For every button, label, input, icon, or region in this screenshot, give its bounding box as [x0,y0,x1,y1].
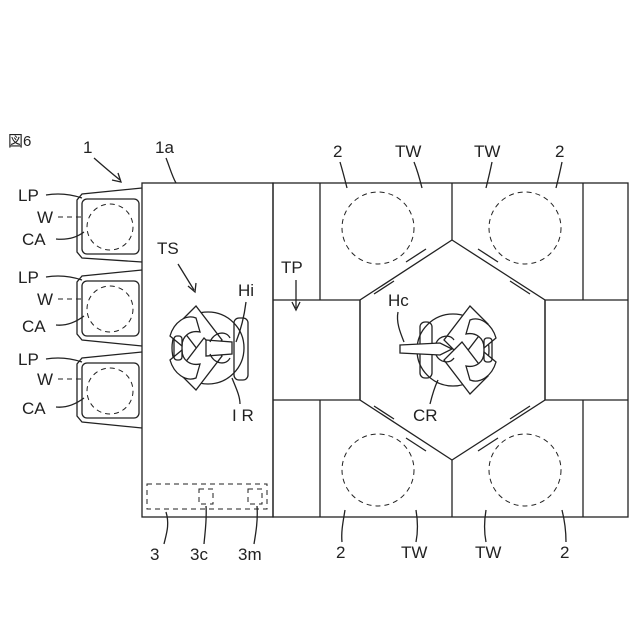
label-processing-unit-bottom-right: 2 [560,543,569,562]
label-center-robot: CR [413,406,438,425]
carrier-1 [82,199,139,254]
controller-cpu-box [199,489,213,504]
controller-memory-box [248,489,262,504]
label-tw-top-right: TW [474,142,500,161]
processing-wafer-top-left [342,192,414,264]
index-robot [170,306,248,390]
label-lp-3: LP [18,350,39,369]
label-system: 1 [83,138,92,157]
label-center-hand: Hc [388,291,409,310]
label-transfer-robot-area: TS [157,239,179,258]
load-port-labels: LP W CA LP W CA LP W CA [18,186,84,418]
label-index-hand: Hi [238,281,254,300]
system-arrow [94,158,120,180]
load-port-group [77,188,142,428]
label-index-robot: I R [232,406,254,425]
center-robot [400,306,496,394]
label-processing-unit-top-right: 2 [555,142,564,161]
label-ca-2: CA [22,317,46,336]
processing-wafer-bottom-left [342,434,414,506]
transfer-chamber [360,240,545,460]
label-index-module: 1a [155,138,174,157]
label-ca-3: CA [22,399,46,418]
label-transfer-position: TP [281,258,303,277]
label-processing-unit-bottom-left: 2 [336,543,345,562]
label-controller-cpu: 3c [190,545,208,564]
label-ca-1: CA [22,230,46,249]
controller-box [147,484,267,509]
processing-wafer-top-right [489,192,561,264]
label-w-3: W [37,370,53,389]
label-w-2: W [37,290,53,309]
carrier-wafer-3 [87,368,133,414]
figure-number: 図6 [8,133,31,150]
carrier-wafer-2 [87,286,133,332]
ts-arrow [178,264,194,290]
carrier-3 [82,363,139,418]
label-tw-bottom-left: TW [401,543,427,562]
processing-wafer-bottom-right [489,434,561,506]
carrier-wafer-1 [87,204,133,250]
label-processing-unit-top-left: 2 [333,142,342,161]
label-lp-2: LP [18,268,39,287]
carrier-2 [82,281,139,336]
gate-valves [374,249,530,451]
label-tw-top-left: TW [395,142,421,161]
label-w-1: W [37,208,53,227]
label-tw-bottom-right: TW [475,543,501,562]
label-controller: 3 [150,545,159,564]
label-controller-memory: 3m [238,545,262,564]
label-lp-1: LP [18,186,39,205]
